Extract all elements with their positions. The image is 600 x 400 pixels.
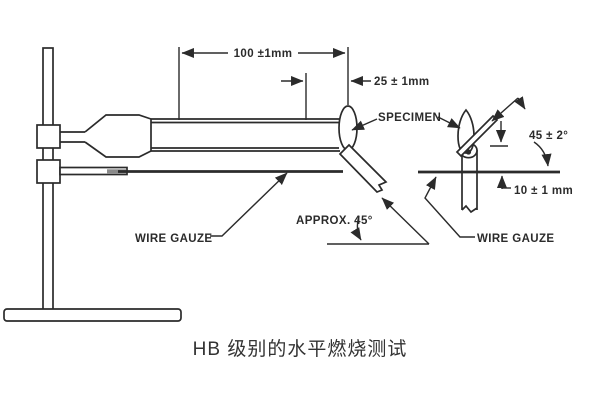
angle45-arc [533,141,552,167]
tube-end-opening [338,105,358,151]
stand-base [3,308,182,322]
burner-inlet [60,131,85,143]
dim-100-label: 100 ±1mm [234,48,293,60]
annotation-labels: 100 ±1mm 25 ± 1mm SPECIMEN 45 ± 2° 10 ± … [135,48,573,245]
lab-stand [3,47,182,322]
hb-test-diagram: 100 ±1mm 25 ± 1mm SPECIMEN 45 ± 2° 10 ± … [3,47,573,322]
burner-venturi [84,114,152,158]
annotations [178,47,552,245]
wire-gauze-right-label: WIRE GAUZE [477,233,554,245]
extension-lines [178,47,349,120]
wire-gauze-right-leader [424,176,475,238]
burner-tube [151,118,340,152]
wire-gauze-left-leader [210,172,288,237]
dim-10-label: 10 ± 1 mm [514,185,573,197]
end-view-figure [418,108,560,214]
burner [60,105,388,194]
angle-hypotenuse [381,197,430,245]
wire-gauze-left-assembly [59,166,343,176]
vertical-tube-outline [461,150,478,214]
specimen-leader-right [437,116,461,129]
wire-gauze-left-label: WIRE GAUZE [135,233,212,245]
angle45-leg-right [514,96,526,110]
stand-clamp-upper [36,124,61,149]
angle45-leg-left [491,97,519,122]
approx-45-arrow [350,215,362,241]
angle-45-2-label: 45 ± 2° [529,130,568,142]
approx-45-label: APPROX. 45° [296,215,373,227]
specimen-label: SPECIMEN [378,112,441,124]
figure-caption: HB 级别的水平燃烧测试 [192,339,408,360]
diagram-linework [3,47,560,322]
stand-clamp-lower [36,159,61,184]
specimen-holder-angled [338,143,388,194]
specimen-leader-left [351,118,378,131]
dim-25-label: 25 ± 1mm [374,76,430,88]
rod-insert [107,169,126,174]
junction-dot [465,149,472,155]
vertical-tube-body [462,150,477,211]
